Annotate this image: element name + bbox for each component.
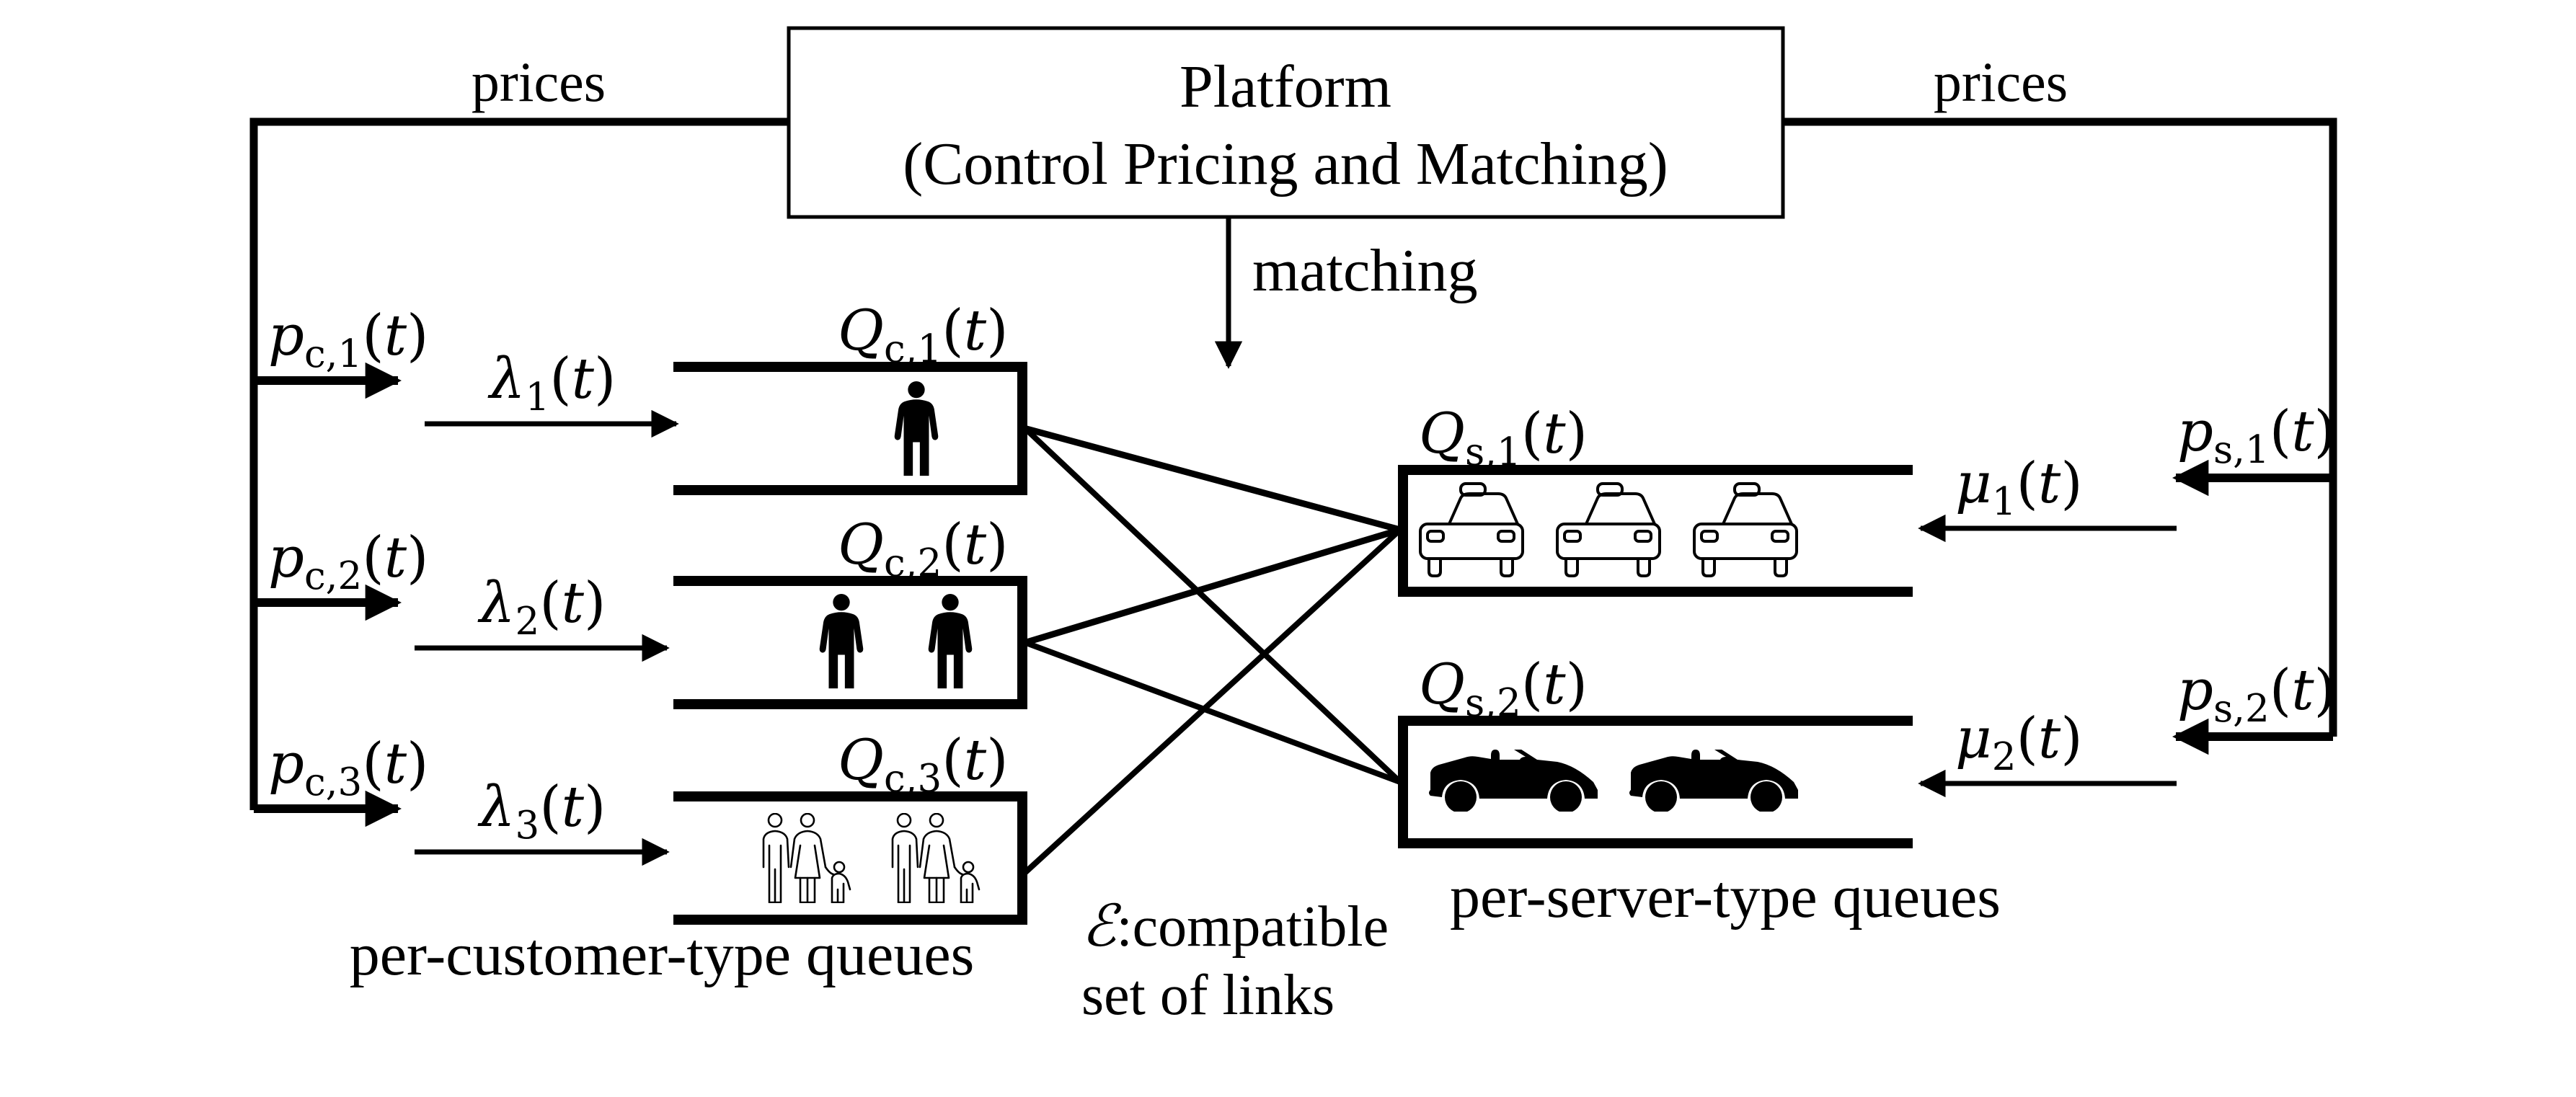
taxi-icon xyxy=(1419,482,1524,577)
compatibility-symbol: ℰ xyxy=(1081,892,1122,959)
arrival-rate-label: λ1(t) xyxy=(487,347,616,419)
matching-label: matching xyxy=(1252,237,1478,304)
queue-buffer xyxy=(673,362,1027,495)
customer-queues: pc,1(t)λ1(t)Qc,1(t)pc,2(t)λ2(t)Qc,2(t)pc… xyxy=(254,298,1027,925)
server-queue-s2: ps,2(t) μ2(t) Qs,2(t) xyxy=(1398,652,2336,848)
arrival-rate-label: μ2(t) xyxy=(1955,706,2083,779)
compatibility-link-c2-s1 xyxy=(1022,526,1404,646)
customer-queue-c3: pc,3(t) λ3(t) Qc,3(t) xyxy=(254,728,1027,925)
customer-queue-c2: pc,2(t) λ2(t) Qc,2(t) xyxy=(254,512,1027,709)
convertible-car-icon xyxy=(1629,750,1798,812)
person-icon xyxy=(819,593,864,689)
taxi-icon xyxy=(1556,482,1661,577)
arrival-rate-label: λ3(t) xyxy=(477,775,606,848)
compatibility-link-c3-s1 xyxy=(1022,527,1403,876)
price-line-right xyxy=(1783,117,2337,737)
queue-length-label: Qc,2(t) xyxy=(838,512,1009,585)
queue-buffer xyxy=(1398,716,1913,848)
prices-label-right: prices xyxy=(1934,50,2068,113)
platform-box: Platform (Control Pricing and Matching) xyxy=(787,26,1785,219)
platform-title: Platform xyxy=(1179,53,1391,120)
queue-buffer xyxy=(673,576,1027,709)
compatibility-label-line2: set of links xyxy=(1081,964,1335,1027)
queue-length-label: Qs,2(t) xyxy=(1419,652,1588,725)
compatibility-link-c1-s2 xyxy=(1022,425,1403,785)
queue-buffer xyxy=(673,791,1027,925)
price-label: pc,3(t) xyxy=(268,732,428,804)
person-icon xyxy=(894,381,939,476)
price-label: pc,2(t) xyxy=(268,525,428,598)
compatibility-caption: ℰ:compatible xyxy=(1081,892,1389,959)
customer-queue-c1: pc,1(t) λ1(t) Qc,1(t) xyxy=(254,298,1027,495)
queue-buffer xyxy=(1398,465,1913,597)
price-label: ps,1(t) xyxy=(2177,399,2336,472)
server-queues-caption: per-server-type queues xyxy=(1450,863,2001,931)
price-label: pc,1(t) xyxy=(268,303,428,376)
convertible-car-icon xyxy=(1429,750,1598,812)
customer-queues-caption: per-customer-type queues xyxy=(350,921,975,988)
server-queue-s1: ps,1(t) μ1(t) Qs,1(t) xyxy=(1398,399,2336,597)
taxi-icon xyxy=(1693,482,1798,577)
prices-label-left: prices xyxy=(472,50,606,113)
family-icon xyxy=(891,813,981,903)
arrival-rate-label: λ2(t) xyxy=(477,571,606,644)
family-icon xyxy=(762,813,851,903)
compatibility-links xyxy=(1022,425,1404,876)
person-icon xyxy=(928,593,973,689)
server-queues: ps,1(t) μ1(t) Qs,1(t) ps,2(t) μ2(t) Qs,2(t) xyxy=(1398,399,2336,848)
platform-subtitle: (Control Pricing and Matching) xyxy=(903,130,1668,197)
price-label: ps,2(t) xyxy=(2177,658,2336,731)
compatibility-link-c1-s1 xyxy=(1022,425,1404,533)
compatibility-label-line1: :compatible xyxy=(1116,895,1389,959)
arrival-rate-label: μ1(t) xyxy=(1955,451,2083,524)
compatibility-link-c2-s2 xyxy=(1022,639,1403,785)
queue-length-label: Qc,1(t) xyxy=(838,298,1009,371)
queue-length-label: Qc,3(t) xyxy=(838,728,1009,801)
price-line-left xyxy=(249,117,789,810)
queue-length-label: Qs,1(t) xyxy=(1419,401,1588,474)
